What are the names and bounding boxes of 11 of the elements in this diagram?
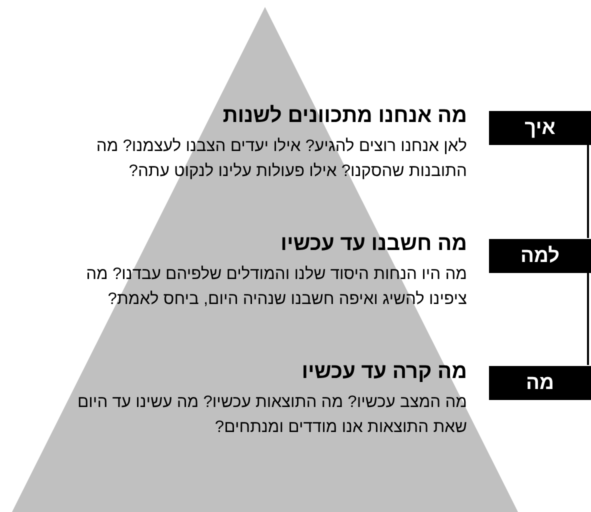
label-box: איך: [489, 111, 591, 145]
section-text: מה המצב עכשיו? מה התוצאות עכשיו? מה עשינו עד היום שאת התוצאות אנו מודדים ומנתחים?: [76, 392, 467, 438]
section-heading: מה אנחנו מתכוונים לשנות: [222, 103, 467, 129]
connector-line: [587, 272, 589, 365]
connector-line: [587, 144, 589, 238]
section-text: מה היו הנחות היסוד שלנו והמודלים שלפיהם עבדנו? מה ציפינו להשיג ואיפה חשבנו שנהיה היום, ביחס לאמת?: [85, 264, 467, 310]
section-heading: מה קרה עד עכשיו: [300, 359, 467, 385]
label-box: מה: [489, 366, 591, 400]
section-heading: מה חשבנו עד עכשיו: [280, 231, 467, 257]
label-box: למה: [489, 239, 591, 273]
section-text: לאן אנחנו רוצים להגיע? אילו יעדים הצבנו לעצמנו? מה התובנות שהסקנו? אילו פעולות עלינו לנקוט עתה?: [95, 136, 467, 182]
